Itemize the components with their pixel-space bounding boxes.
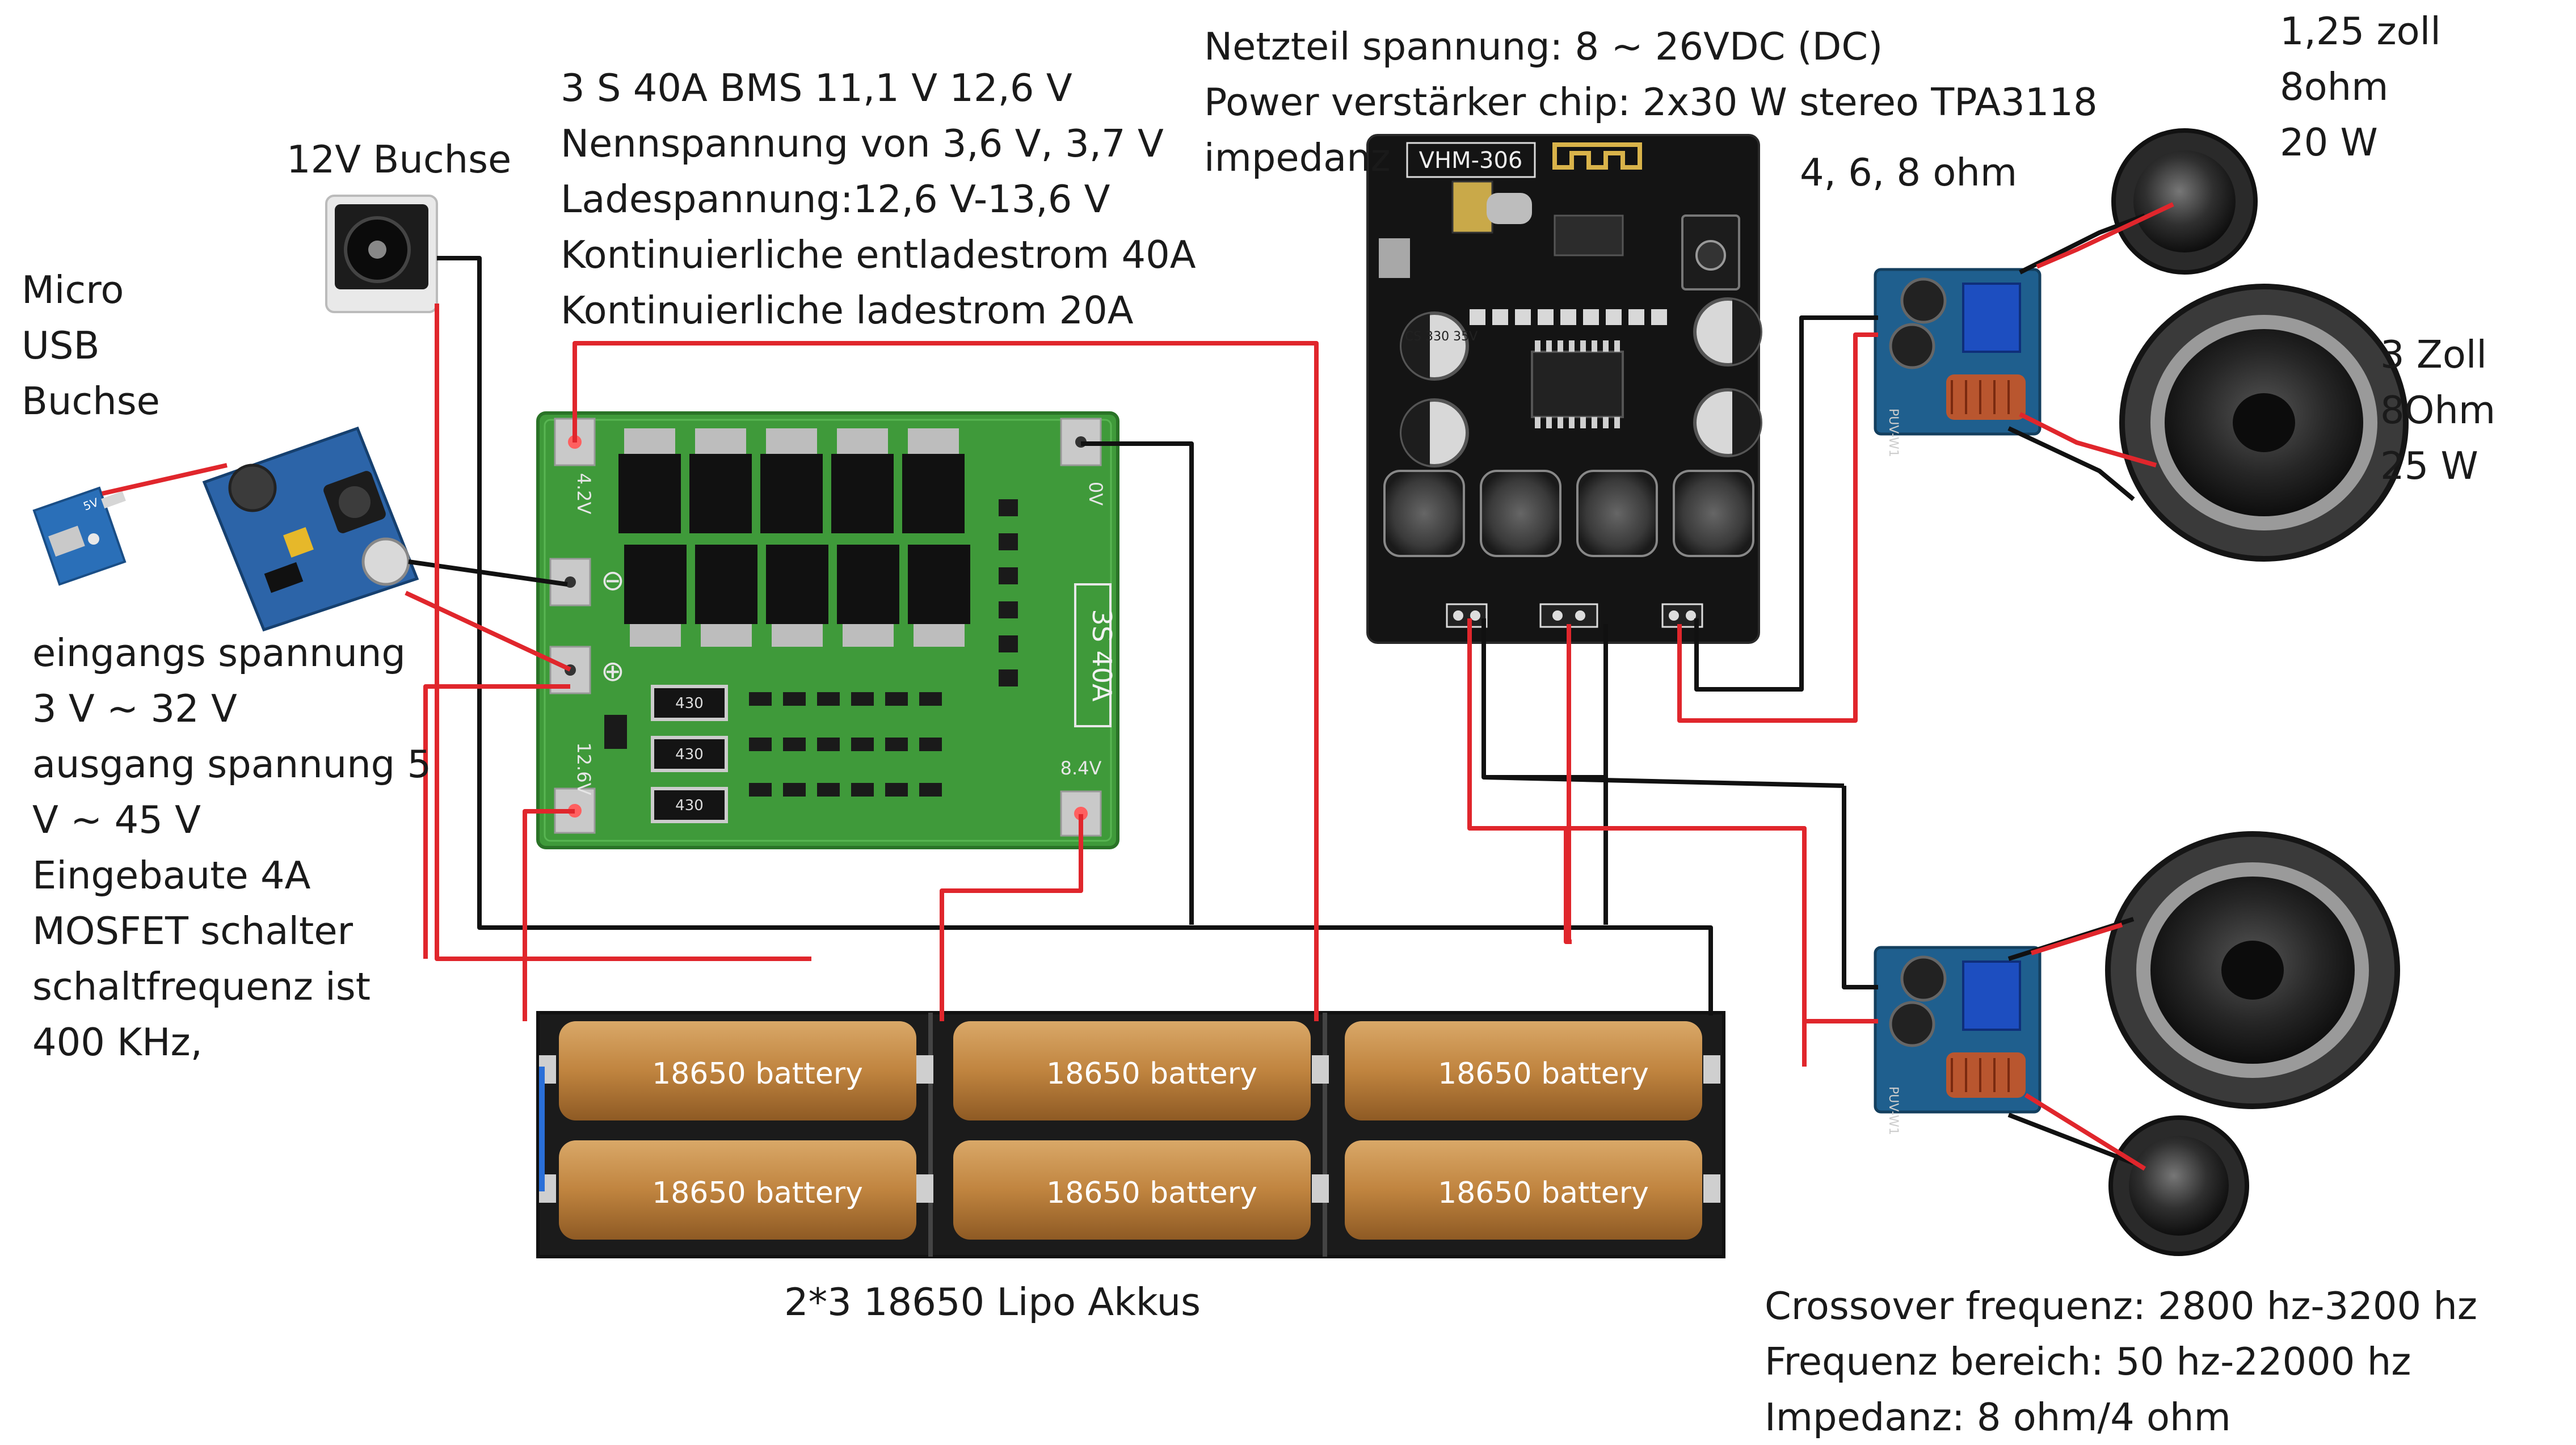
- battery-pack: 18650 battery 18650 battery 18650 batter…: [536, 1011, 1725, 1258]
- battery-cell: 18650 battery: [559, 1140, 916, 1240]
- crossover-board-bottom: PUV-W1: [1874, 946, 2042, 1135]
- woofer-bottom: [2105, 831, 2400, 1109]
- crossover-board-top: PUV-W1: [1874, 268, 2042, 457]
- woofer-spec-label: 3 Zoll 8Ohm 25 W: [2380, 327, 2495, 494]
- bms-spec-line: Kontinuierliche entladestrom 40A: [561, 233, 1196, 277]
- amp-capacitors: CS 330 35V: [1400, 297, 1762, 467]
- amp-model-print: VHM-306: [1419, 148, 1523, 174]
- micro-usb-module: 5V: [32, 486, 127, 586]
- bms-board: 430 430 430 3S 40A 4.2V 12.6V 8.4V: [536, 411, 1119, 849]
- bms-spec-line: Nennspannung von 3,6 V, 3,7 V: [561, 121, 1164, 166]
- usb-label-line: USB: [22, 323, 100, 368]
- battery-cell: 18650 battery: [953, 1140, 1311, 1240]
- tweeter-spec-line: 1,25 zoll: [2280, 9, 2441, 53]
- dc-jack-label: 12V Buchse: [287, 137, 512, 182]
- boost-spec-line: Eingebaute 4A: [32, 853, 311, 898]
- crossover-print: PUV-W1: [1886, 1086, 1900, 1135]
- svg-text:18650 battery: 18650 battery: [1046, 1176, 1257, 1210]
- battery-caption: 2*3 18650 Lipo Akkus: [784, 1280, 1201, 1324]
- tweeter-spec-label: 1,25 zoll 8ohm 20 W: [2280, 3, 2441, 170]
- svg-text:18650 battery: 18650 battery: [1438, 1057, 1649, 1091]
- resistor-print: 430: [675, 695, 704, 712]
- boost-spec-line: 400 KHz,: [32, 1020, 203, 1064]
- bms-spec-label: 3 S 40A BMS 11,1 V 12,6 V Nennspannung v…: [561, 60, 1196, 338]
- crossover-print: PUV-W1: [1886, 408, 1900, 457]
- resistor-print: 430: [675, 746, 704, 763]
- tweeter-top: [2111, 128, 2258, 275]
- amp-header-pins: [1470, 309, 1667, 325]
- shunt-resistors: 430 430 430: [651, 685, 728, 823]
- amp-spec-line: impedanz: [1204, 136, 1391, 180]
- woofer-top: [2119, 284, 2409, 562]
- crossover-spec-line: Crossover frequenz: 2800 hz-3200 hz: [1765, 1284, 2478, 1328]
- mosfet-row-top: [618, 428, 965, 533]
- bms-spec-line: Ladespannung:12,6 V-13,6 V: [561, 177, 1110, 221]
- usb-label: Micro USB Buchse: [22, 262, 160, 429]
- amp-spec-line: Netzteil spannung: 8 ~ 26VDC (DC): [1204, 24, 1883, 69]
- svg-text:18650 battery: 18650 battery: [1046, 1057, 1257, 1091]
- boost-converter: [202, 426, 419, 632]
- boost-spec-line: MOSFET schalter: [32, 909, 353, 953]
- battery-cell: 18650 battery: [1345, 1140, 1702, 1240]
- battery-cell: 18650 battery: [1345, 1021, 1702, 1120]
- dc-jack: [325, 195, 438, 313]
- plus-symbol: ⊕: [601, 655, 625, 688]
- bms-4v2-print: 4.2V: [573, 473, 595, 515]
- battery-cell: 18650 battery: [953, 1021, 1311, 1120]
- woofer-spec-line: 3 Zoll: [2380, 332, 2487, 377]
- bms-12v6-print: 12.6V: [573, 742, 595, 795]
- battery-cell: 18650 battery: [559, 1021, 916, 1120]
- amp-inductors: [1383, 470, 1754, 557]
- amplifier-board: VHM-306 CS 330 35V: [1366, 134, 1762, 644]
- bms-rating-print: 3S 40A: [1087, 609, 1117, 702]
- mosfet-row-bottom: [624, 545, 970, 647]
- boost-spec-line: schaltfrequenz ist: [32, 964, 371, 1009]
- cap-print: CS 330 35V: [1405, 330, 1478, 344]
- minus-symbol: ⊖: [601, 564, 625, 597]
- boost-spec-line: eingangs spannung: [32, 631, 406, 675]
- amp-spec-line: Power verstärker chip: 2x30 W stereo TPA…: [1204, 80, 2098, 124]
- crossover-spec-label: Crossover frequenz: 2800 hz-3200 hz Freq…: [1765, 1278, 2477, 1445]
- crossover-spec-line: Frequenz bereich: 50 hz-22000 hz: [1765, 1339, 2411, 1384]
- svg-text:18650 battery: 18650 battery: [652, 1057, 863, 1091]
- boost-spec-label: eingangs spannung 3 V ~ 32 V ausgang spa…: [32, 625, 431, 1070]
- tweeter-spec-line: 20 W: [2280, 120, 2378, 165]
- usb-label-line: Micro: [22, 268, 124, 312]
- tweeter-bottom: [2108, 1115, 2249, 1256]
- woofer-spec-line: 8Ohm: [2380, 388, 2496, 432]
- smd-components: [604, 499, 1018, 797]
- svg-text:18650 battery: 18650 battery: [1438, 1176, 1649, 1210]
- woofer-spec-line: 25 W: [2380, 444, 2478, 488]
- usb-label-line: Buchse: [22, 379, 160, 423]
- tweeter-spec-line: 8ohm: [2280, 65, 2389, 109]
- boost-spec-line: ausgang spannung 5: [32, 742, 432, 786]
- bms-spec-line: Kontinuierliche ladestrom 20A: [561, 288, 1134, 332]
- svg-text:18650 battery: 18650 battery: [652, 1176, 863, 1210]
- amp-impedance-label: 4, 6, 8 ohm: [1800, 150, 2018, 195]
- resistor-print: 430: [675, 797, 704, 814]
- red-wires: [102, 202, 2174, 1171]
- bms-rating-box: 3S 40A: [1074, 583, 1117, 727]
- bms-8v4-print: 8.4V: [1060, 757, 1102, 779]
- bms-spec-line: 3 S 40A BMS 11,1 V 12,6 V: [561, 66, 1072, 110]
- amp-spec-label: Netzteil spannung: 8 ~ 26VDC (DC) Power …: [1204, 19, 2098, 186]
- bms-0v-print: 0V: [1085, 482, 1106, 505]
- boost-spec-line: V ~ 45 V: [32, 798, 201, 842]
- boost-spec-line: 3 V ~ 32 V: [32, 686, 237, 731]
- crossover-spec-line: Impedanz: 8 ohm/4 ohm: [1765, 1395, 2231, 1439]
